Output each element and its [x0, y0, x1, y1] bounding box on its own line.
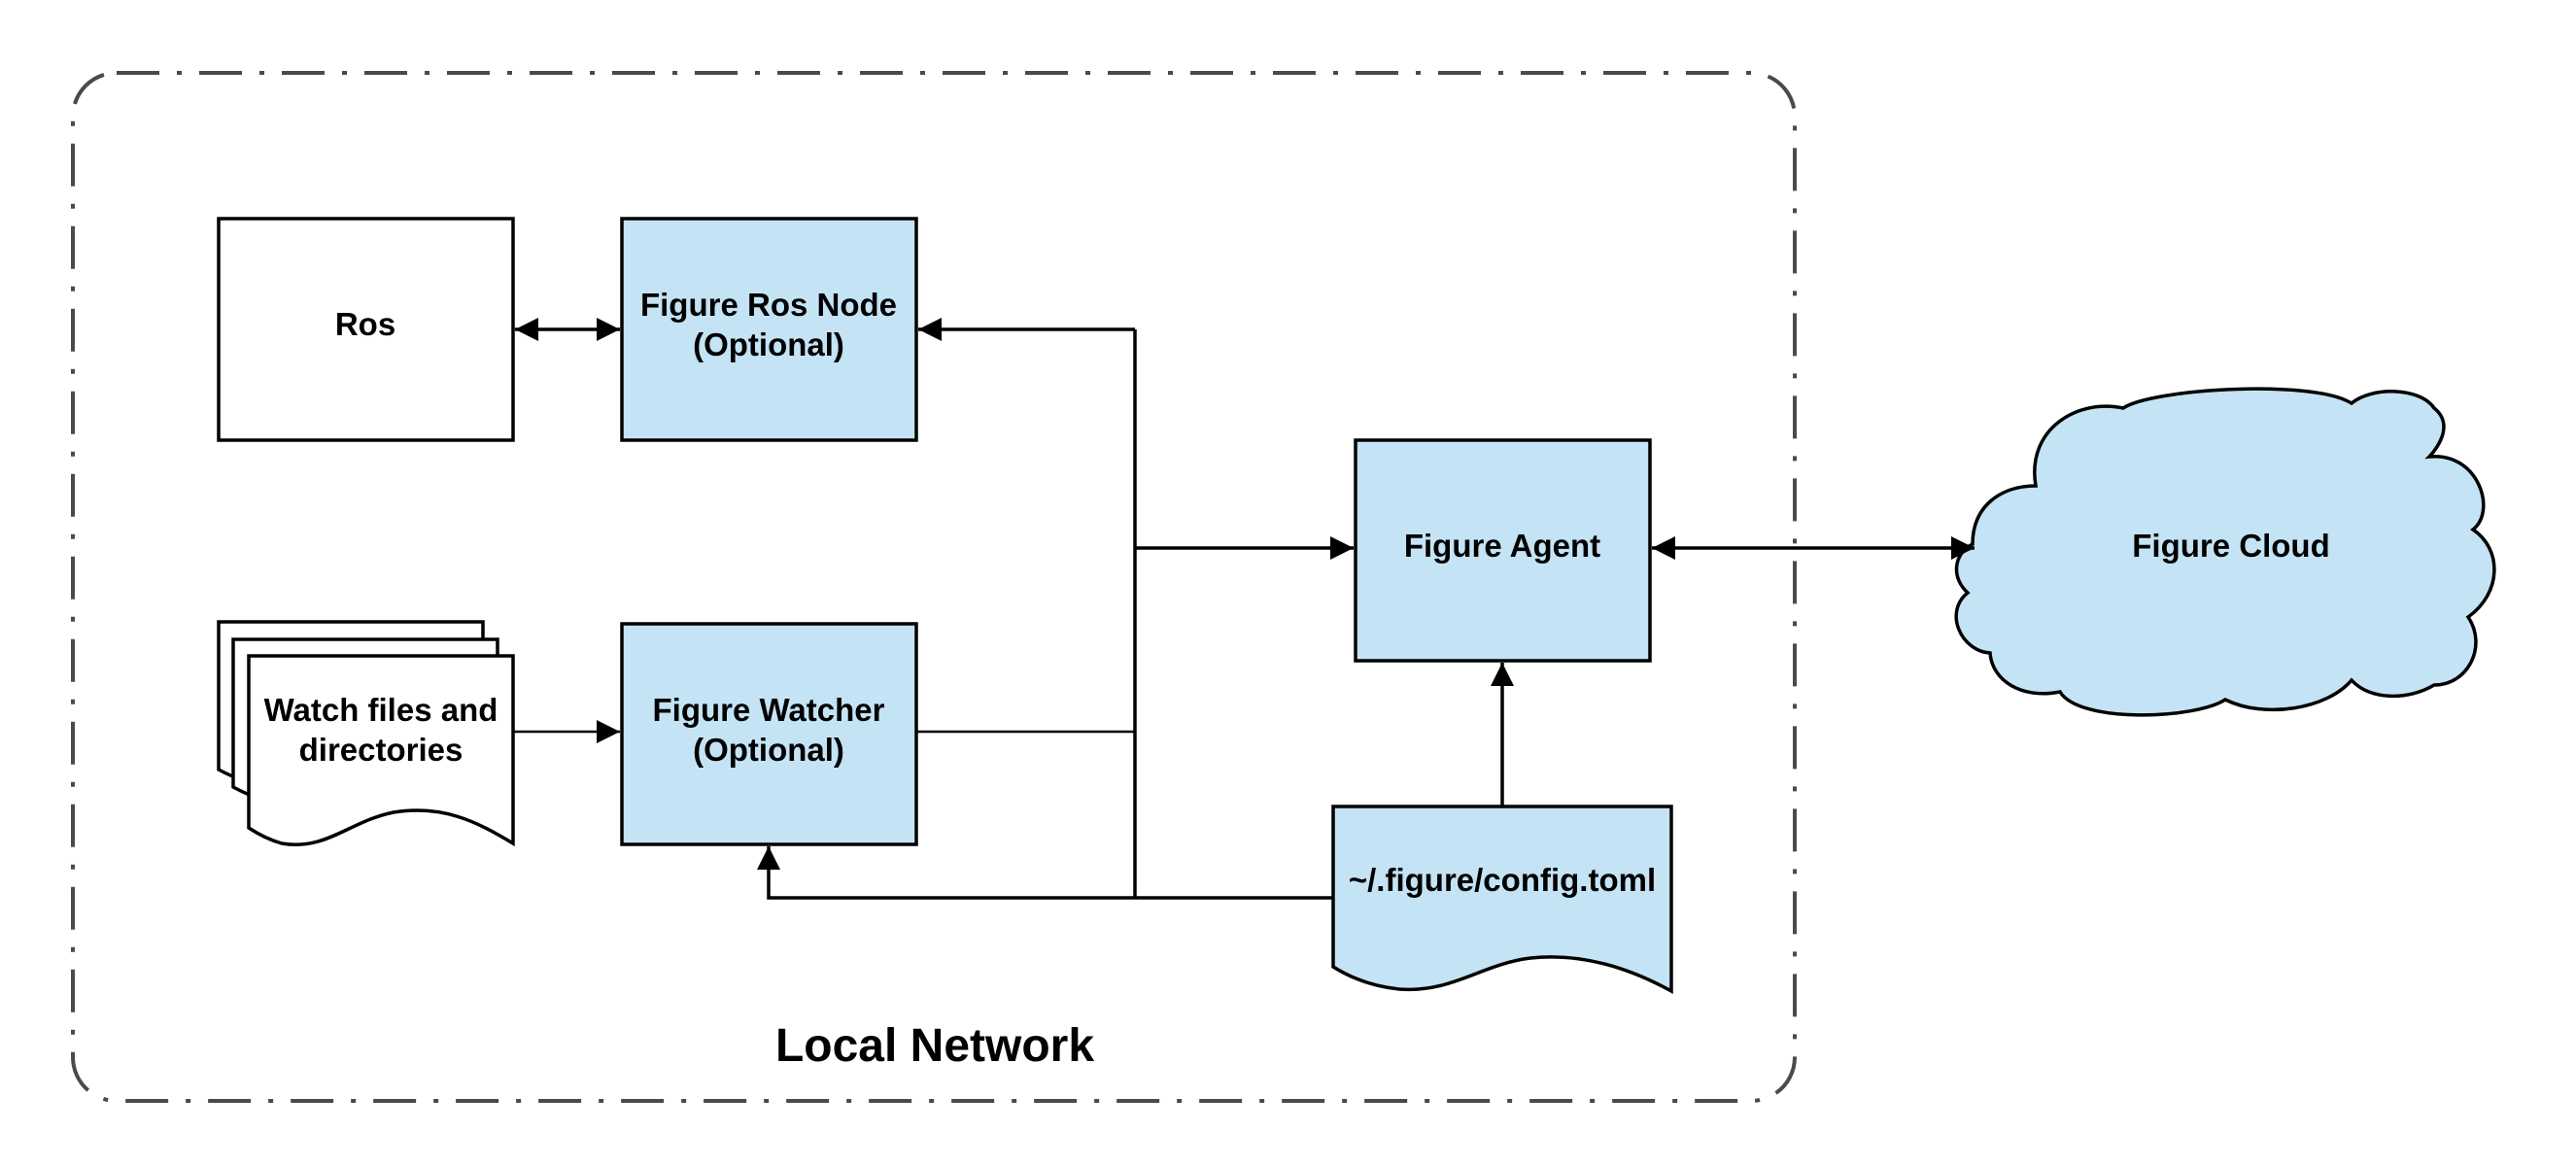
local-network-boundary — [71, 71, 1797, 1103]
figure-watcher-sublabel: (Optional) — [693, 732, 844, 768]
figure-cloud — [1954, 387, 2496, 717]
local-network-label: Local Network — [775, 1020, 1094, 1072]
figure-agent-box — [1354, 438, 1652, 663]
figure-watcher-box — [620, 622, 918, 846]
watch-files-document-stack — [217, 620, 515, 847]
figure-agent-label: Figure Agent — [1404, 528, 1600, 564]
figure-ros-node-sublabel: (Optional) — [693, 326, 844, 362]
figure-ros-node-box — [620, 217, 918, 442]
figure-cloud-label: Figure Cloud — [2132, 528, 2329, 564]
figure-ros-node-label: Figure Ros Node — [640, 287, 897, 323]
config-label: ~/.figure/config.toml — [1349, 862, 1656, 898]
ros-label: Ros — [335, 306, 395, 342]
watch-files-label: Watch files and — [264, 692, 498, 728]
figure-watcher-label: Figure Watcher — [653, 692, 885, 728]
ros-box — [217, 217, 515, 442]
watch-files-sublabel: directories — [299, 732, 464, 768]
config-document — [1331, 805, 1673, 994]
config-to-watcher-arrow — [757, 846, 1333, 900]
